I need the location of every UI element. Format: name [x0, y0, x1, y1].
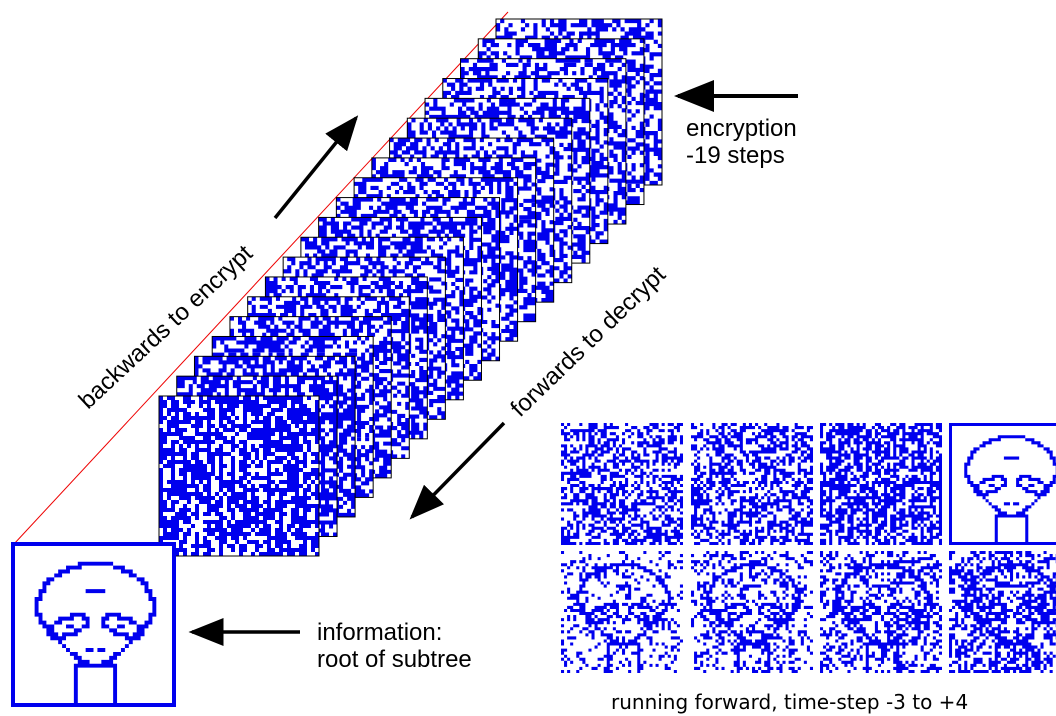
- sequence-panel: [561, 551, 683, 673]
- sequence-panel-bitmap: [691, 423, 813, 545]
- sequence-panel: [561, 423, 683, 545]
- sequence-panel: [691, 423, 813, 545]
- information-label-line2: root of subtree: [317, 646, 472, 673]
- sequence-panel-bitmap: [820, 551, 942, 673]
- backwards-arrow-icon: [273, 115, 359, 220]
- encrypted-frame: [158, 395, 320, 557]
- root-image-border: [11, 542, 176, 707]
- sequence-panel-bitmap: [949, 423, 1056, 545]
- information-label-line1: information:: [317, 619, 442, 646]
- sequence-panel: [820, 423, 942, 545]
- sequence-panel: [691, 551, 813, 673]
- encryption-frame-stack: [158, 18, 663, 557]
- sequence-panel-bitmap: [561, 423, 683, 545]
- sequence-panel-bitmap: [820, 423, 942, 545]
- encryption-label-line2: -19 steps: [686, 142, 785, 169]
- sequence-panel-bitmap: [691, 551, 813, 673]
- encryption-label-line1: encryption: [686, 115, 797, 142]
- time-step-sequence: [561, 423, 1056, 673]
- sequence-panel-bitmap: [949, 551, 1056, 673]
- sequence-panel-bitmap: [561, 551, 683, 673]
- sequence-caption: running forward, time-step -3 to +4: [611, 690, 968, 714]
- alien-face-root-image: [11, 542, 176, 707]
- alien-face-bitmap: [15, 546, 172, 703]
- sequence-panel: [949, 551, 1056, 673]
- forwards-arrow-icon: [409, 421, 506, 520]
- sequence-panel: [820, 551, 942, 673]
- sequence-panel: [949, 423, 1056, 545]
